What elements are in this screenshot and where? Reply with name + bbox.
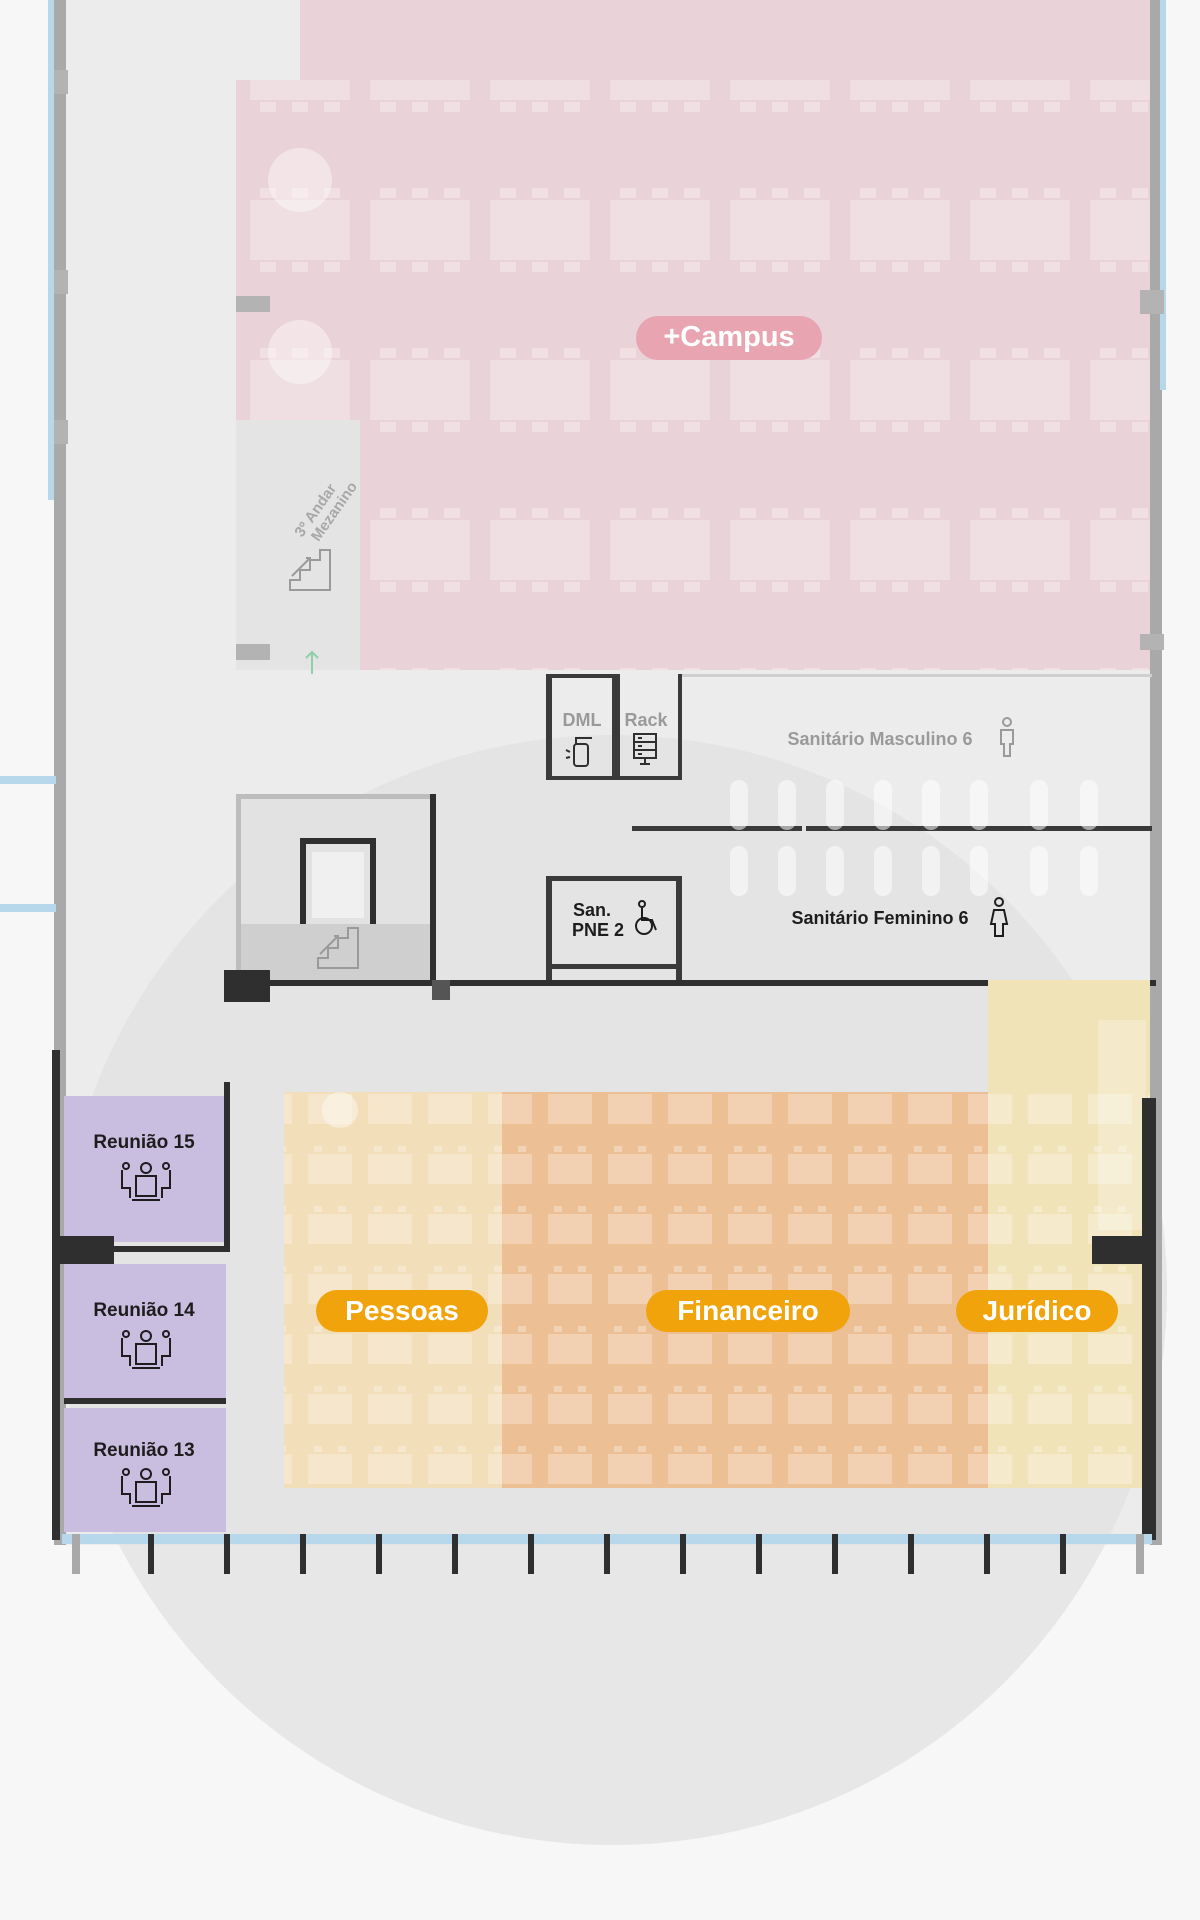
- restroom-stalls: [730, 780, 1098, 896]
- svg-text:Pessoas: Pessoas: [345, 1295, 459, 1326]
- wall-block: [432, 980, 450, 1000]
- juridico-zone-label[interactable]: Jurídico: [956, 1290, 1118, 1332]
- column: [54, 420, 68, 444]
- svg-text:Jurídico: Jurídico: [983, 1295, 1092, 1326]
- window-mullions: [148, 1534, 1066, 1574]
- cleaning-spray-icon: [565, 737, 592, 767]
- corner-post: [72, 1534, 80, 1574]
- financeiro-zone-label[interactable]: Financeiro: [646, 1290, 850, 1332]
- meeting-table-icon: [121, 1468, 171, 1507]
- column: [1140, 634, 1164, 650]
- svg-text:Financeiro: Financeiro: [677, 1295, 819, 1326]
- meeting-room-15-label: Reunião 15: [93, 1132, 195, 1153]
- rack-label: Rack: [624, 710, 668, 730]
- column: [54, 70, 68, 94]
- meeting-room-15[interactable]: [64, 1096, 226, 1242]
- meeting-room-13-label: Reunião 13: [93, 1440, 194, 1461]
- column: [1140, 290, 1164, 314]
- san-pne-label-line2: PNE 2: [572, 920, 624, 940]
- campus-zone[interactable]: [236, 0, 1158, 670]
- column: [236, 296, 270, 312]
- column: [54, 270, 68, 294]
- right-window-strip: [1160, 0, 1166, 390]
- up-arrow-icon: [305, 650, 319, 674]
- corner-post: [1136, 1534, 1144, 1574]
- female-person-icon: [989, 897, 1009, 937]
- column: [236, 644, 270, 660]
- stairs-icon: [289, 549, 331, 591]
- dml-label: DML: [563, 710, 602, 730]
- sanitario-feminino-label: Sanitário Feminino 6: [791, 908, 968, 928]
- wheelchair-icon: [635, 900, 657, 935]
- stair-landing: [236, 420, 360, 670]
- campus-zone-label[interactable]: +Campus: [636, 316, 822, 360]
- left-corridor-window-2: [0, 904, 56, 912]
- meeting-table-icon: [121, 1162, 171, 1201]
- sanitario-masculino-label: Sanitário Masculino 6: [787, 729, 972, 749]
- elevator-core: [236, 794, 436, 984]
- server-rack-icon: [633, 733, 657, 765]
- meeting-table-icon: [121, 1330, 171, 1369]
- stairs-icon: [317, 927, 359, 969]
- male-person-icon: [1000, 717, 1014, 757]
- meeting-room-walls: [52, 1050, 1156, 1540]
- left-window-strip: [48, 0, 54, 500]
- san-pne-label-line1: San.: [573, 900, 611, 920]
- corridor-wall: [226, 980, 1156, 986]
- wall-block: [224, 970, 270, 1002]
- pessoas-zone-label[interactable]: Pessoas: [316, 1290, 488, 1332]
- juridico-zone[interactable]: [988, 980, 1150, 1488]
- svg-text:+Campus: +Campus: [663, 321, 794, 353]
- left-corridor-window: [0, 776, 56, 784]
- meeting-room-14-label: Reunião 14: [93, 1300, 195, 1321]
